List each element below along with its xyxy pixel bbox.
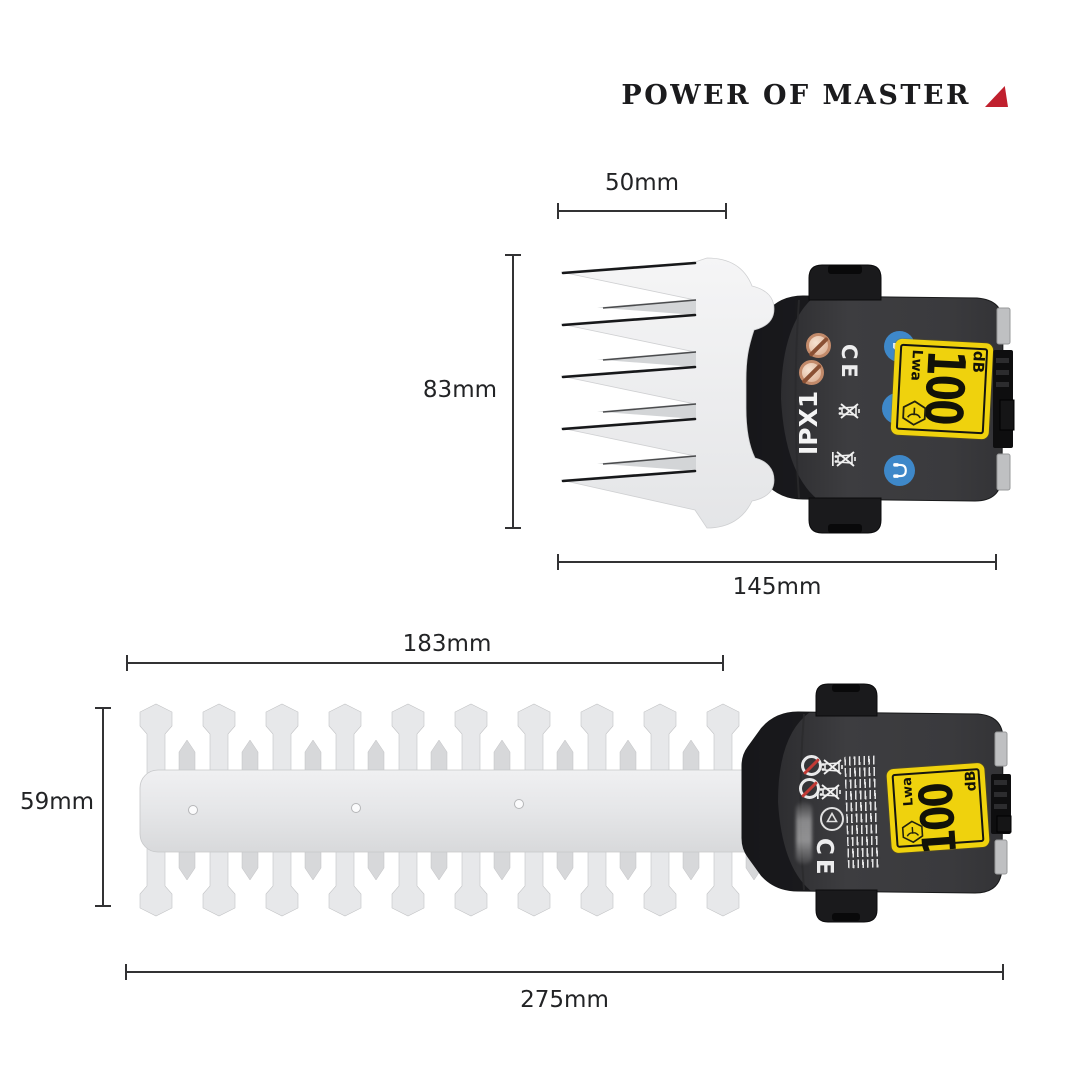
dim-line-total-length: [557, 554, 997, 570]
faint-brand-print: [796, 802, 812, 864]
dim-line-blade-height: [505, 254, 521, 529]
prohibition-icon: [799, 360, 824, 385]
dim-label-total-length: 145mm: [732, 574, 822, 600]
prohibition-icon: [801, 755, 822, 776]
mount-clips: [815, 683, 878, 923]
hedge-blade-illustration: [139, 683, 1012, 923]
noise-unit: dB: [962, 770, 980, 792]
mount-clips: [808, 264, 882, 534]
ce-mark: CE: [837, 344, 861, 382]
brand-logo: POWER OF MASTER: [621, 80, 1008, 111]
noise-level-label: Lwa 100 dB: [886, 762, 990, 856]
crossed-bin-icon: [821, 759, 843, 775]
ear-protection-icon: [884, 455, 915, 486]
crossed-bin-icon: [832, 451, 856, 467]
dim-label-blade-length: 183mm: [402, 631, 492, 657]
ce-mark: CE: [811, 838, 837, 879]
dim-label-blade-height: 59mm: [20, 789, 95, 815]
dim-line-total-length: [125, 964, 1004, 980]
connector: [991, 731, 1012, 875]
manual-book-icon: [902, 400, 927, 426]
noise-level-label: Lwa 100 dB: [890, 338, 994, 440]
dim-line-blade-width: [557, 203, 727, 219]
recycle-icon: [820, 807, 844, 831]
dim-label-total-length: 275mm: [520, 987, 609, 1013]
dim-label-blade-width: 50mm: [604, 170, 680, 196]
prohibition-icon: [806, 333, 831, 358]
hedge-blade-teeth: [139, 703, 789, 917]
dim-label-blade-height: 83mm: [422, 377, 497, 403]
connector: [993, 307, 1015, 491]
fine-print-text: [844, 755, 881, 869]
crossed-bin-icon: [838, 403, 860, 419]
manual-book-icon: [901, 820, 924, 844]
brand-name: POWER OF MASTER: [621, 80, 971, 111]
shear-blade: [560, 257, 775, 529]
crossed-bin-icon: [817, 784, 841, 800]
dim-line-blade-length: [126, 655, 724, 671]
dim-line-blade-height: [95, 707, 111, 907]
